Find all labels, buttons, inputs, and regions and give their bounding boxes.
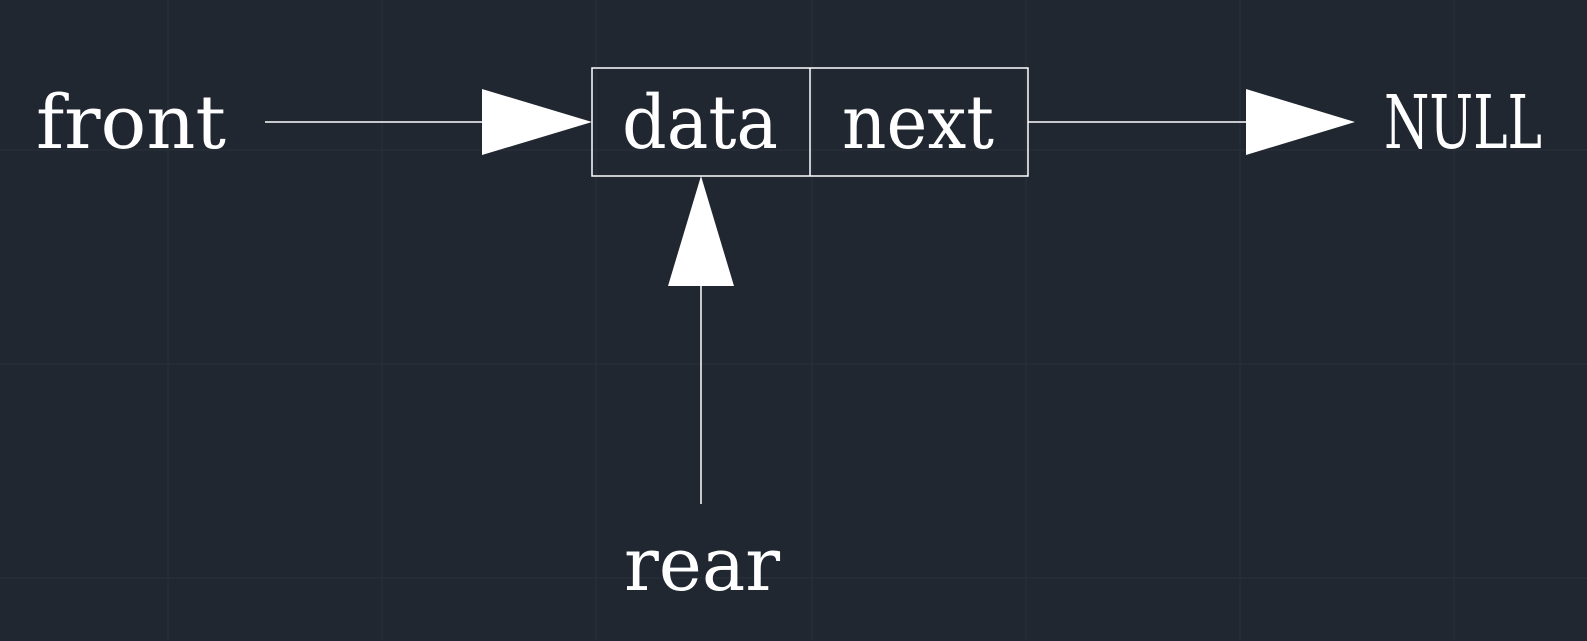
rear-pointer-arrow [668,176,734,504]
front-label: front [36,80,226,166]
front-pointer-arrow [265,89,592,155]
next-pointer-arrow [1028,89,1355,155]
rear-label: rear [624,522,781,608]
null-label: NULL [1384,80,1542,166]
node-next-field: next [842,80,994,166]
node-data-field: data [622,80,778,166]
queue-node: data next [591,67,1029,177]
